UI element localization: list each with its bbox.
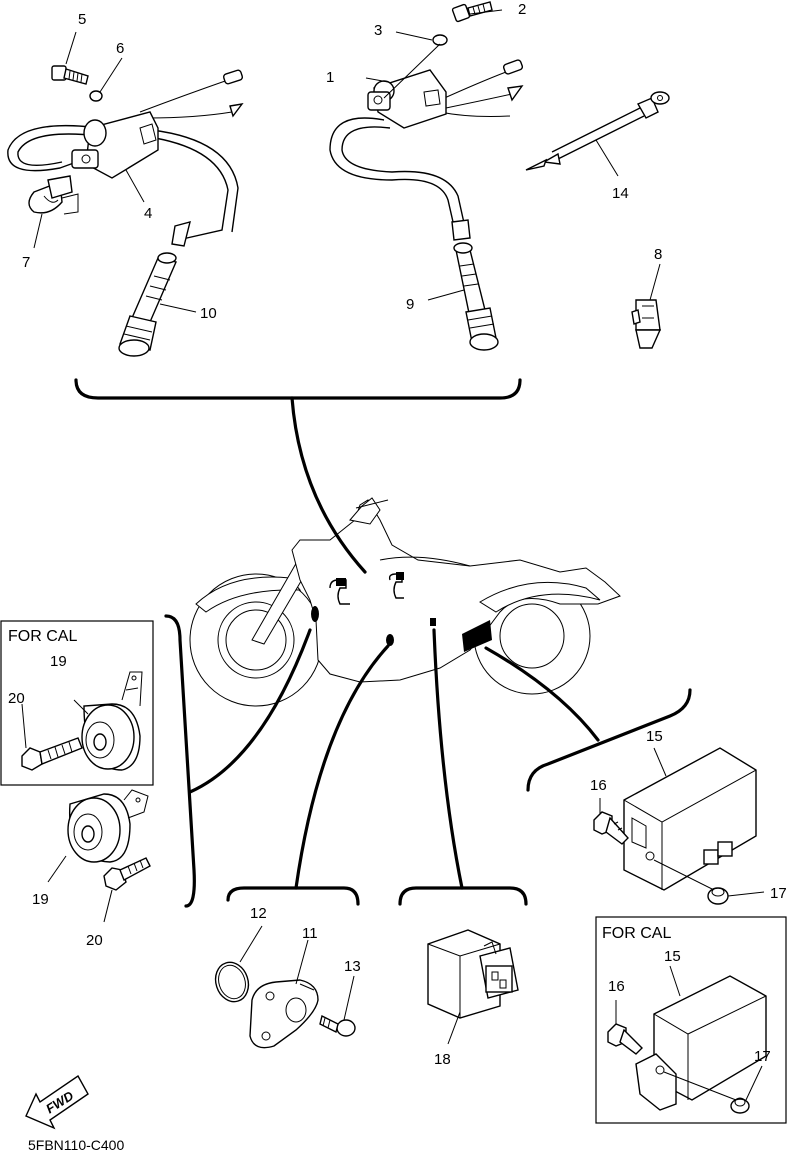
screw-13 xyxy=(319,1014,356,1037)
bolt-20 xyxy=(103,857,151,891)
ignition-coil-right xyxy=(329,59,524,241)
leader-ecu xyxy=(484,646,600,742)
collar-17 xyxy=(707,887,729,905)
callout-2: 2 xyxy=(518,1,526,18)
callout-7: 7 xyxy=(22,254,30,271)
leader-top xyxy=(290,396,367,574)
bolt-20-inset xyxy=(21,737,83,771)
bolt-5 xyxy=(51,65,89,85)
callout-19: 19 xyxy=(32,891,49,908)
washer-3 xyxy=(432,34,448,46)
top-group-bracket xyxy=(74,378,522,400)
callout-16: 16 xyxy=(590,777,607,794)
diagram-code: 5FBN110-C400 xyxy=(28,1137,124,1153)
fwd-arrow: FWD xyxy=(25,1074,89,1130)
ignition-coil-left xyxy=(7,69,244,247)
bolt-2 xyxy=(451,1,493,23)
callout-20-inset: 20 xyxy=(8,690,25,707)
callout-5: 5 xyxy=(78,11,86,28)
callout-6: 6 xyxy=(116,40,124,57)
marker-coil-right-fill xyxy=(396,572,404,580)
callout-20: 20 xyxy=(86,932,103,949)
sensor-11 xyxy=(249,979,319,1049)
relay-18 xyxy=(427,929,519,1019)
clamp-8 xyxy=(631,299,662,349)
collar-17-inset xyxy=(730,1097,750,1114)
callout-leaders xyxy=(21,9,765,1101)
ecu-15-inset xyxy=(635,975,767,1111)
callout-19-inset: 19 xyxy=(50,653,67,670)
motorcycle-silhouette xyxy=(189,497,621,707)
horn-19-inset xyxy=(81,671,143,771)
callout-11: 11 xyxy=(302,925,318,942)
marker-ecu xyxy=(462,620,492,652)
leader-relay xyxy=(432,628,464,890)
plug-cap-10 xyxy=(118,252,177,357)
marker-coil-left-fill xyxy=(336,578,346,586)
marker-horn xyxy=(311,606,319,622)
sensor-group-bracket xyxy=(226,886,360,906)
callout-17-inset: 17 xyxy=(754,1048,771,1065)
plug-cap-9 xyxy=(453,242,499,351)
marker-sensor xyxy=(386,634,394,646)
relay-group-bracket xyxy=(398,886,528,906)
callout-14: 14 xyxy=(612,185,629,202)
callout-8: 8 xyxy=(654,246,662,263)
callout-15-inset: 15 xyxy=(664,948,681,965)
ecu-group-bracket xyxy=(526,688,692,792)
washer-6 xyxy=(89,90,103,102)
callout-16-inset: 16 xyxy=(608,978,625,995)
inset-label-unit: FOR CAL xyxy=(602,925,671,942)
ecu-15 xyxy=(623,747,757,891)
clip-7 xyxy=(28,175,79,215)
callout-15: 15 xyxy=(646,728,663,745)
leader-horn xyxy=(188,628,312,794)
callout-12: 12 xyxy=(250,905,267,922)
o-ring-12-inner xyxy=(218,964,246,1000)
inset-label-horn: FOR CAL xyxy=(8,628,77,645)
screw-16 xyxy=(593,811,629,845)
leader-sensor xyxy=(294,644,390,890)
callout-numbers: 1 2 3 4 5 6 7 8 9 10 11 12 13 14 15 16 1… xyxy=(8,1,787,1068)
horn-19 xyxy=(67,789,149,863)
leader-17 xyxy=(653,859,715,891)
marker-relay xyxy=(430,618,436,626)
callout-10: 10 xyxy=(200,305,217,322)
callout-18: 18 xyxy=(434,1051,451,1068)
callout-9: 9 xyxy=(406,296,414,313)
o-ring-12 xyxy=(214,961,250,1003)
horn-group-bracket xyxy=(164,614,196,908)
callout-1: 1 xyxy=(326,69,334,86)
callout-4: 4 xyxy=(144,205,152,222)
ground-lead-14 xyxy=(525,91,670,171)
callout-13: 13 xyxy=(344,958,361,975)
callout-17: 17 xyxy=(770,885,787,902)
leader-17-inset xyxy=(663,1071,737,1101)
callout-3: 3 xyxy=(374,22,382,39)
screw-16-inset xyxy=(607,1023,643,1055)
